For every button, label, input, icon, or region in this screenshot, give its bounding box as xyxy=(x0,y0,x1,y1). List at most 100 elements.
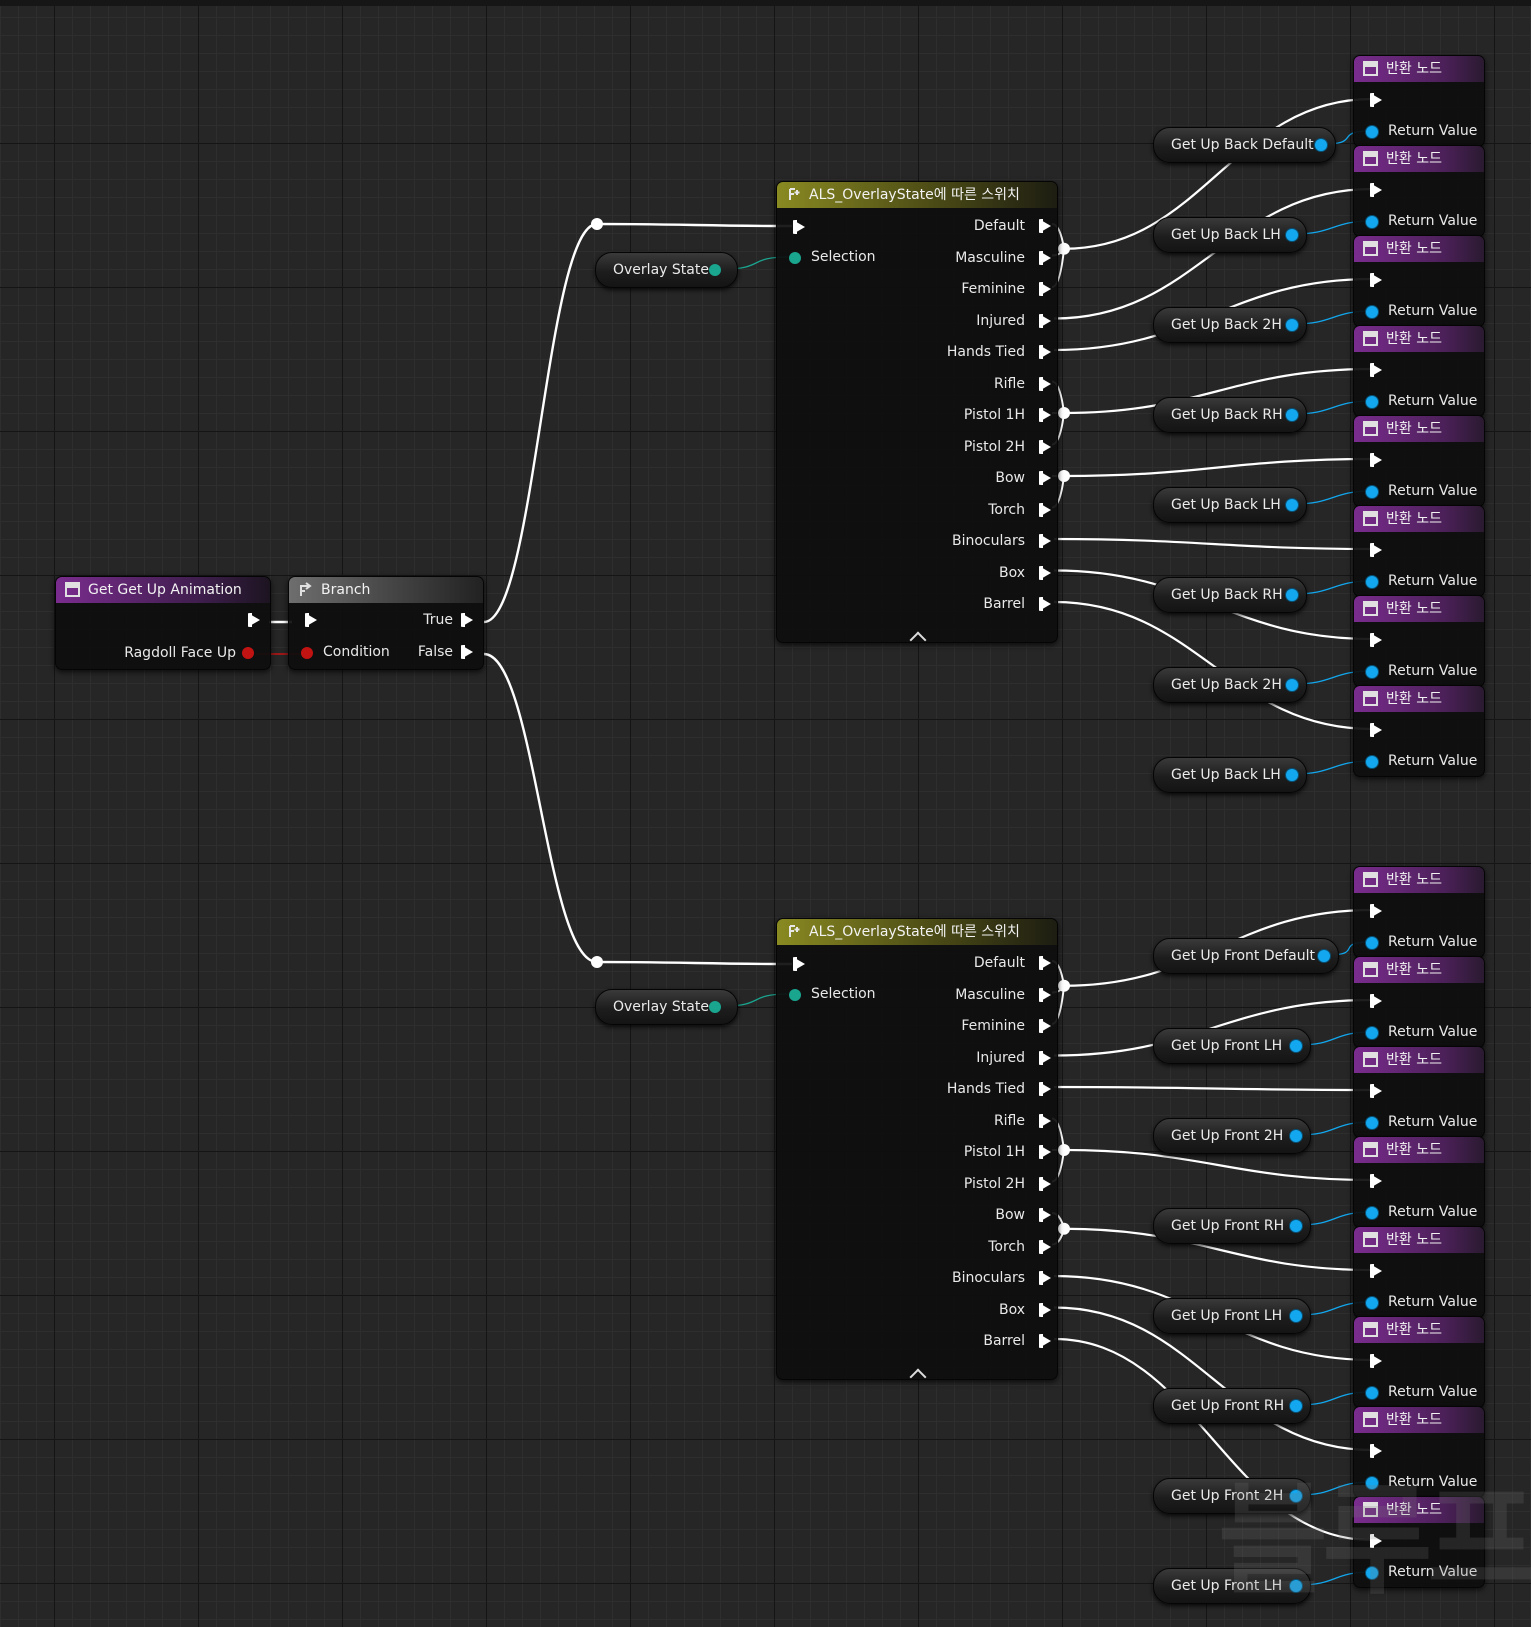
true-exec-pin[interactable] xyxy=(461,613,473,627)
return-value-pin[interactable] xyxy=(1366,486,1378,498)
object-output-pin[interactable] xyxy=(1290,1220,1302,1232)
animation-getter[interactable]: Get Up Front LH xyxy=(1153,1568,1311,1604)
object-output-pin[interactable] xyxy=(1318,950,1330,962)
switch-output-exec-pin[interactable] xyxy=(1039,345,1051,359)
object-output-pin[interactable] xyxy=(1286,589,1298,601)
switch-output-exec-pin[interactable] xyxy=(1039,471,1051,485)
return-value-pin[interactable] xyxy=(1366,396,1378,408)
switch-output-exec-pin[interactable] xyxy=(1039,534,1051,548)
exec-input-pin[interactable] xyxy=(305,613,317,627)
return-value-pin[interactable] xyxy=(1366,126,1378,138)
exec-input-pin[interactable] xyxy=(1370,633,1382,647)
switch-output-exec-pin[interactable] xyxy=(1039,987,1051,1002)
switch-output-exec-pin[interactable] xyxy=(1039,1176,1051,1191)
object-output-pin[interactable] xyxy=(1286,409,1298,421)
exec-input-pin[interactable] xyxy=(1370,543,1382,557)
object-output-pin[interactable] xyxy=(1290,1040,1302,1052)
object-output-pin[interactable] xyxy=(1290,1310,1302,1322)
switch-output-exec-pin[interactable] xyxy=(1039,956,1051,970)
exec-input-pin[interactable] xyxy=(1370,93,1382,107)
object-output-pin[interactable] xyxy=(1290,1400,1302,1412)
return-value-pin[interactable] xyxy=(1366,1027,1378,1039)
object-output-pin[interactable] xyxy=(1286,769,1298,781)
animation-getter[interactable]: Get Up Back LH xyxy=(1153,217,1307,253)
switch-output-exec-pin[interactable] xyxy=(1039,1271,1051,1285)
object-output-pin[interactable] xyxy=(1290,1580,1302,1592)
exec-input-pin[interactable] xyxy=(1370,1354,1382,1368)
switch-output-exec-pin[interactable] xyxy=(1039,376,1051,391)
exec-input-pin[interactable] xyxy=(1370,723,1382,737)
switch-output-exec-pin[interactable] xyxy=(1039,1302,1051,1317)
switch-output-exec-pin[interactable] xyxy=(1039,313,1051,328)
switch-output-exec-pin[interactable] xyxy=(1039,1019,1051,1033)
overlay-state-getter[interactable]: Overlay State xyxy=(595,989,738,1025)
get-get-up-animation-node[interactable]: Get Get Up Animation Ragdoll Face Up xyxy=(55,576,271,670)
animation-getter[interactable]: Get Up Front 2H xyxy=(1153,1118,1311,1154)
return-value-pin[interactable] xyxy=(1366,1207,1378,1219)
ragdoll-face-up-pin[interactable] xyxy=(242,647,254,659)
animation-getter[interactable]: Get Up Back LH xyxy=(1153,487,1307,523)
return-value-pin[interactable] xyxy=(1366,576,1378,588)
exec-input-pin[interactable] xyxy=(1370,994,1382,1008)
animation-getter[interactable]: Get Up Front LH xyxy=(1153,1028,1311,1064)
exec-input-pin[interactable] xyxy=(1370,273,1382,287)
return-value-pin[interactable] xyxy=(1366,1387,1378,1399)
animation-getter[interactable]: Get Up Front Default xyxy=(1153,938,1339,974)
animation-getter[interactable]: Get Up Back Default xyxy=(1153,127,1336,163)
animation-getter[interactable]: Get Up Back RH xyxy=(1153,397,1307,433)
animation-getter[interactable]: Get Up Back LH xyxy=(1153,757,1307,793)
overlay-state-pin[interactable] xyxy=(709,1001,721,1013)
object-output-pin[interactable] xyxy=(1290,1490,1302,1502)
reroute-node[interactable] xyxy=(591,956,603,968)
exec-input-pin[interactable] xyxy=(1370,1084,1382,1098)
animation-getter[interactable]: Get Up Front 2H xyxy=(1153,1478,1311,1514)
switch-output-exec-pin[interactable] xyxy=(1039,565,1051,580)
condition-pin[interactable] xyxy=(301,647,313,659)
switch-output-exec-pin[interactable] xyxy=(1039,282,1051,296)
object-output-pin[interactable] xyxy=(1286,229,1298,241)
exec-input-pin[interactable] xyxy=(1370,1444,1382,1458)
branch-node[interactable]: Branch True Condition False xyxy=(288,576,484,670)
return-value-pin[interactable] xyxy=(1366,1477,1378,1489)
animation-getter[interactable]: Get Up Back RH xyxy=(1153,577,1307,613)
object-output-pin[interactable] xyxy=(1286,319,1298,331)
switch-output-exec-pin[interactable] xyxy=(1039,502,1051,517)
return-value-pin[interactable] xyxy=(1366,216,1378,228)
return-value-pin[interactable] xyxy=(1366,666,1378,678)
switch-output-exec-pin[interactable] xyxy=(1039,1208,1051,1222)
animation-getter[interactable]: Get Up Back 2H xyxy=(1153,667,1307,703)
switch-output-exec-pin[interactable] xyxy=(1039,250,1051,265)
return-value-pin[interactable] xyxy=(1366,1117,1378,1129)
exec-input-pin[interactable] xyxy=(1370,1174,1382,1188)
switch-output-exec-pin[interactable] xyxy=(1039,1113,1051,1128)
exec-input-pin[interactable] xyxy=(1370,1264,1382,1278)
overlay-state-pin[interactable] xyxy=(709,264,721,276)
return-value-pin[interactable] xyxy=(1366,1567,1378,1579)
object-output-pin[interactable] xyxy=(1286,499,1298,511)
exec-input-pin[interactable] xyxy=(1370,1534,1382,1548)
object-output-pin[interactable] xyxy=(1290,1130,1302,1142)
switch-output-exec-pin[interactable] xyxy=(1039,1082,1051,1096)
object-output-pin[interactable] xyxy=(1315,139,1327,151)
selection-pin[interactable] xyxy=(789,989,801,1001)
return-value-pin[interactable] xyxy=(1366,756,1378,768)
exec-input-pin[interactable] xyxy=(1370,453,1382,467)
return-value-pin[interactable] xyxy=(1366,306,1378,318)
switch-output-exec-pin[interactable] xyxy=(1039,408,1051,422)
